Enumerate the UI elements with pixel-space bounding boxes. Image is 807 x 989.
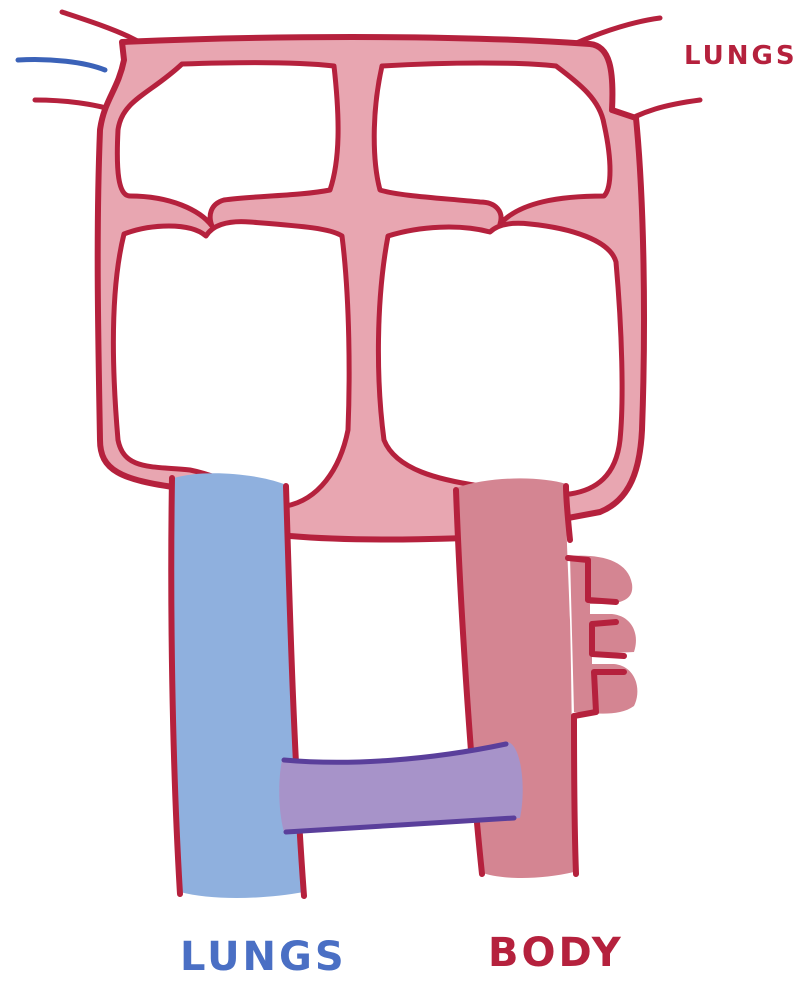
left-vessel-line-red [35, 100, 112, 110]
label-lungs-top: LUNGS [684, 41, 798, 71]
left-vessel-line-blue [18, 59, 105, 70]
aortic-branches [570, 556, 637, 714]
pulmonary-artery [172, 473, 304, 898]
left-lower-chamber [113, 222, 349, 506]
right-lower-chamber [378, 223, 622, 494]
label-lungs-bottom: LUNGS [180, 934, 347, 980]
label-body: BODY [488, 930, 624, 976]
